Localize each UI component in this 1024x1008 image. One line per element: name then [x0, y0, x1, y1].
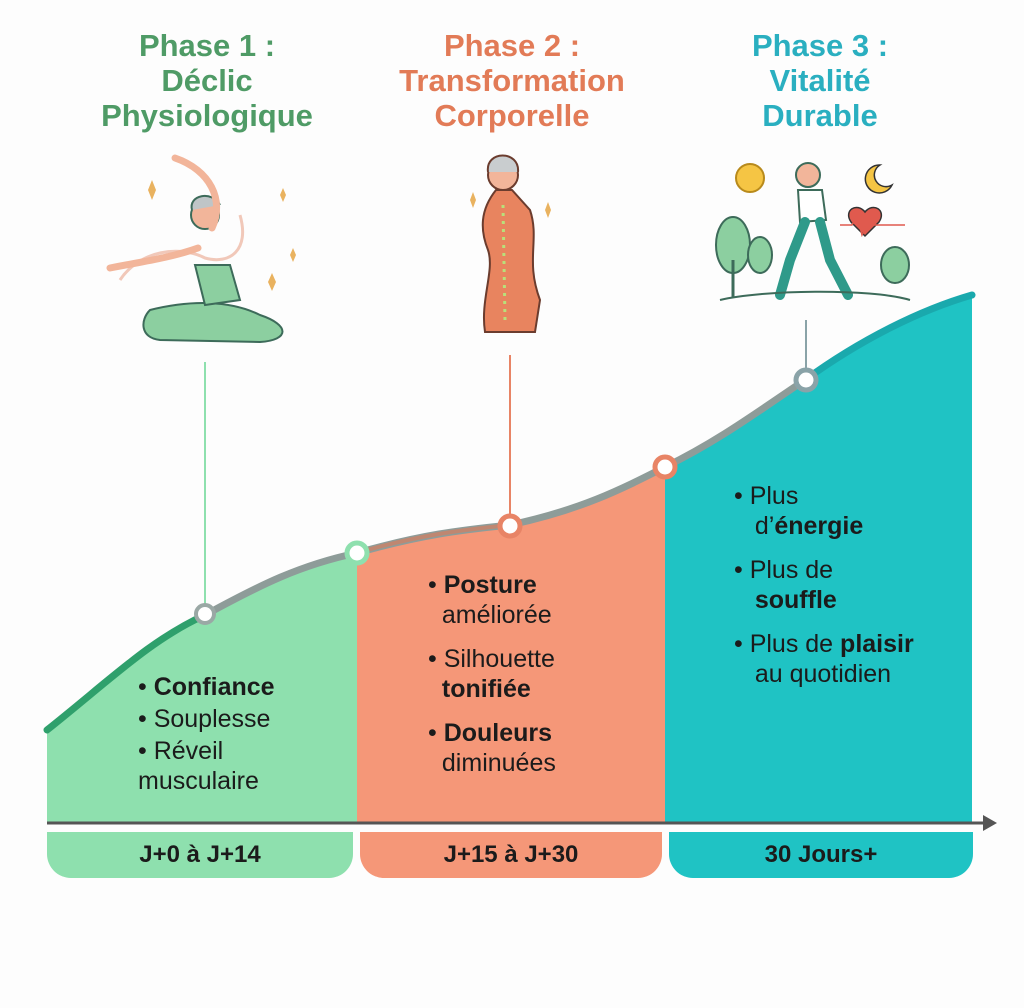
benefit-item: • Douleurs diminuées [428, 719, 556, 777]
benefit-text: Plus de [749, 630, 841, 658]
benefit-item: • Plus d’énergie [734, 482, 864, 540]
title-line: Corporelle [434, 98, 590, 133]
benefit-text: améliorée [441, 601, 552, 629]
benefit-item: • Souplesse [138, 705, 271, 733]
benefit-text: Plus de [749, 556, 834, 584]
benefit-item: • Confiance [138, 673, 275, 701]
benefit-text: souffle [754, 586, 837, 614]
phase-2-benefits: • Posture améliorée • Silhouette tonifié… [428, 570, 556, 780]
benefit-text: au quotidien [754, 660, 892, 688]
benefit-item: • Silhouette tonifiée [428, 645, 555, 703]
benefit-text: plaisir [840, 630, 914, 658]
title-line: Phase 3 : [751, 28, 889, 63]
title-line: Phase 2 : [443, 28, 581, 63]
benefit-text: énergie [774, 512, 864, 540]
period-label-phase-1: J+0 à J+14 [47, 832, 353, 878]
benefit-text: diminuées [441, 749, 556, 777]
benefit-text: Confiance [153, 673, 275, 701]
phase-3-benefits: • Plus d’énergie • Plus de souffle • Plu… [734, 481, 914, 691]
benefit-text: Réveil [153, 737, 224, 765]
milestone-dot [793, 367, 819, 393]
benefit-text: Douleurs [443, 719, 553, 747]
title-line: Vitalité [769, 63, 871, 98]
title-line: Durable [762, 98, 878, 133]
benefit-item: • Posture améliorée [428, 571, 552, 629]
benefit-item: • Plus de plaisir au quotidien [734, 630, 914, 688]
benefit-text: Posture [443, 571, 537, 599]
benefit-text: d’ [754, 512, 775, 540]
milestone-dot [344, 540, 370, 566]
benefit-text: tonifiée [441, 675, 531, 703]
benefit-text: musculaire [138, 767, 259, 795]
milestone-dot [194, 603, 216, 625]
benefit-item: • Plus de souffle [734, 556, 837, 614]
benefit-text: Plus [749, 482, 799, 510]
milestone-dot [497, 513, 523, 539]
standing-woman-illustration [470, 154, 551, 333]
title-line: Déclic [161, 63, 253, 98]
title-line: Physiologique [101, 98, 313, 133]
period-label-phase-2: J+15 à J+30 [360, 832, 662, 878]
period-label-phase-3: 30 Jours+ [669, 832, 973, 878]
benefit-text: Souplesse [153, 705, 271, 733]
title-line: Phase 1 : [138, 28, 276, 63]
milestone-dot [652, 454, 678, 480]
walking-woman-illustration [715, 162, 911, 301]
yoga-woman-illustration [106, 154, 296, 344]
title-line: Transformation [399, 63, 625, 98]
moon-icon [864, 164, 894, 194]
curve-segment-1 [43, 611, 209, 734]
axis-arrow-icon [983, 815, 997, 831]
curve-highlight [359, 523, 511, 554]
curve-segment-3 [801, 291, 976, 384]
benefit-text: Silhouette [443, 645, 555, 673]
sun-icon [735, 163, 765, 193]
